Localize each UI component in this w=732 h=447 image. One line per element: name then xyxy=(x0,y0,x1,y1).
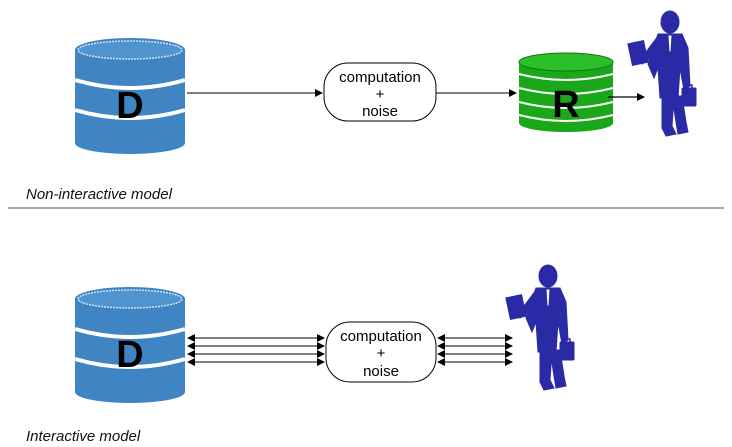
process-line2: + xyxy=(377,345,386,362)
process-line2: + xyxy=(376,86,385,103)
process-line1: computation xyxy=(339,69,421,86)
result-database-icon xyxy=(518,52,614,132)
bottom-caption: Interactive model xyxy=(26,428,141,445)
process-box xyxy=(325,321,437,383)
interaction-arrows-right xyxy=(437,334,513,366)
process-box xyxy=(323,62,437,122)
top-section: D computation + noise R Non-interactive … xyxy=(26,10,697,203)
database-icon xyxy=(74,287,186,403)
interaction-arrows-left xyxy=(187,334,325,366)
process-line3: noise xyxy=(362,103,398,120)
analyst-person-icon xyxy=(627,10,697,137)
process-line3: noise xyxy=(363,363,399,380)
process-line1: computation xyxy=(340,328,422,345)
top-caption: Non-interactive model xyxy=(26,186,173,203)
result-label: R xyxy=(552,84,579,126)
bottom-section: D computation + noise Interactive model xyxy=(26,264,575,445)
database-icon xyxy=(74,38,186,154)
database-label: D xyxy=(116,85,143,127)
database-label: D xyxy=(116,334,143,376)
analyst-person-icon xyxy=(505,264,575,391)
